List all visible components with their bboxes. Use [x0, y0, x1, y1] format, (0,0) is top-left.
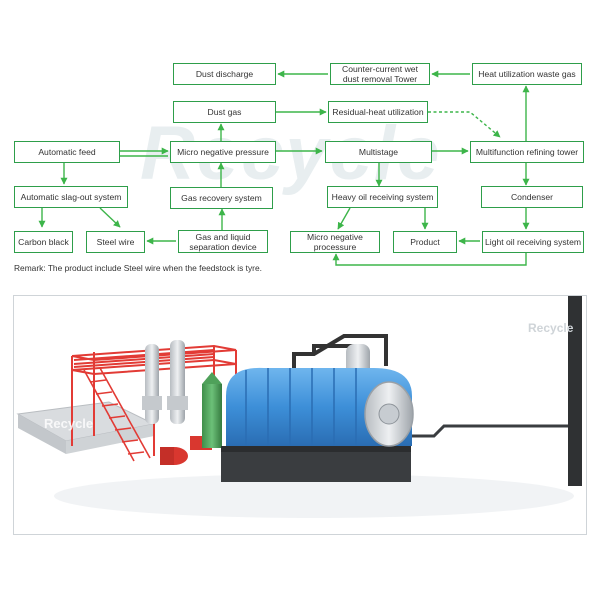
arrow-light-oil-to-micro-processor — [332, 252, 527, 266]
dashed-residual-to-tower — [428, 111, 501, 138]
box-micro-negative-processure: Micro negative processure — [290, 231, 380, 253]
photo-watermark-right: Recycle — [528, 321, 574, 335]
box-carbon-black: Carbon black — [14, 231, 73, 253]
box-automatic-feed: Automatic feed — [14, 141, 120, 163]
pipes — [292, 334, 388, 371]
box-condenser: Condenser — [481, 186, 583, 208]
box-micro-negative-pressure: Micro negative pressure — [170, 141, 276, 163]
process-flow-diagram: Recycle — [0, 0, 600, 290]
red-staircase — [83, 367, 151, 462]
box-light-oil-receiving: Light oil receiving system — [482, 231, 584, 253]
ground-shadow — [54, 474, 574, 518]
box-multistage: Multistage — [325, 141, 432, 163]
arrow-slag-to-steel-wire — [99, 207, 121, 228]
arrow-heavy-oil-to-micro-processor — [337, 207, 351, 230]
box-heavy-oil-receiving: Heavy oil receiving system — [327, 186, 438, 208]
flue-pipe — [412, 424, 568, 438]
box-gas-recovery: Gas recovery system — [170, 187, 273, 209]
box-multifunction-refining-tower: Multifunction refining tower — [470, 141, 584, 163]
box-residual-heat: Residual-heat utilization — [328, 101, 428, 123]
box-dust-gas: Dust gas — [173, 101, 276, 123]
chimney — [568, 296, 582, 486]
box-counter-current-tower: Counter-current wet dust removal Tower — [330, 63, 430, 85]
green-condenser-tower — [202, 384, 222, 448]
silver-column-right — [170, 340, 185, 424]
silver-column-left — [145, 344, 159, 424]
pyrolysis-plant-illustration: Recycle Recycle — [13, 295, 587, 535]
plant-render: Recycle Recycle — [16, 296, 582, 518]
box-gas-liquid-separation: Gas and liquid separation device — [178, 230, 268, 253]
box-automatic-slag-out: Automatic slag-out system — [14, 186, 128, 208]
photo-watermark: Recycle — [44, 416, 93, 431]
remark-text: Remark: The product include Steel wire w… — [14, 263, 262, 273]
pyrolysis-reactor — [221, 367, 414, 482]
box-dust-discharge: Dust discharge — [173, 63, 276, 85]
box-steel-wire: Steel wire — [86, 231, 145, 253]
box-product: Product — [393, 231, 457, 253]
box-heat-utilization-waste-gas: Heat utilization waste gas — [472, 63, 582, 85]
